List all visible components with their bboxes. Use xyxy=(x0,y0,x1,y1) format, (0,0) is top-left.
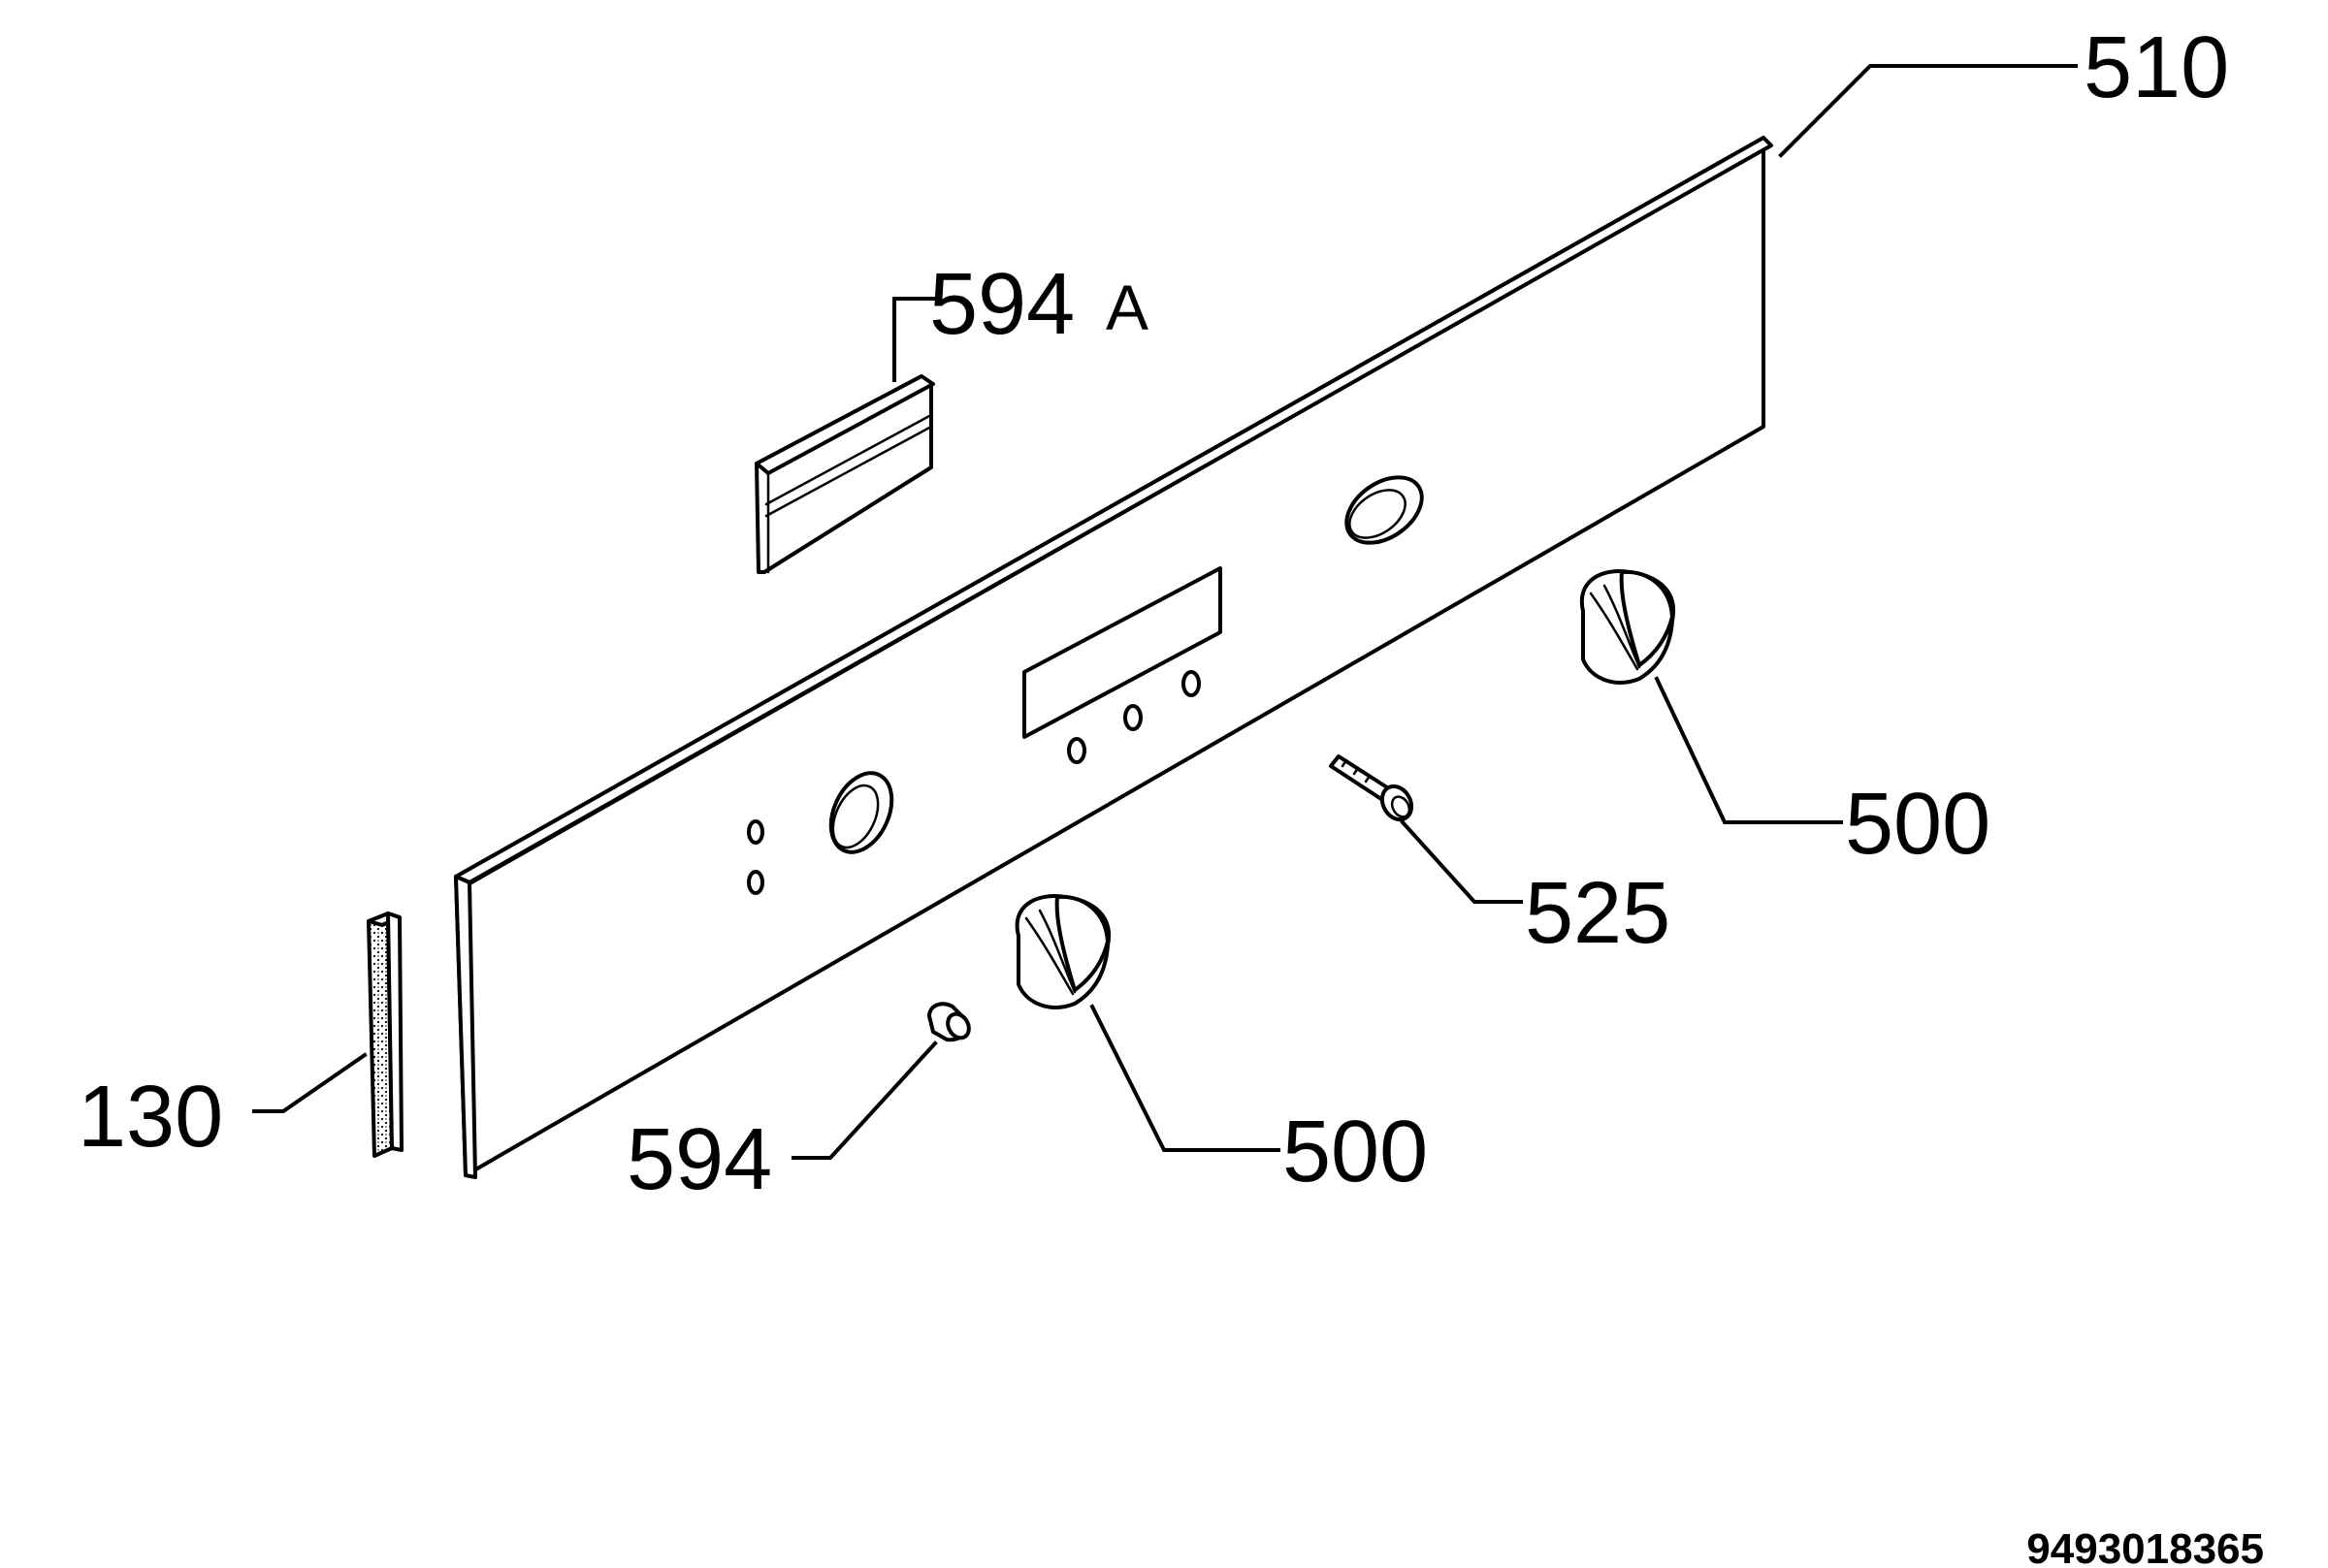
indicator-hole xyxy=(747,819,764,845)
button-hole xyxy=(1067,737,1086,764)
seal-strip-130 xyxy=(367,912,404,1158)
screw-525 xyxy=(1329,754,1414,822)
bracket-594a xyxy=(755,374,935,574)
control-panel-510 xyxy=(454,136,1773,1179)
callout-500-right: 500 xyxy=(1845,776,1990,873)
leader-525 xyxy=(1400,819,1523,904)
callout-130: 130 xyxy=(78,1069,223,1166)
knob-500-right xyxy=(1579,569,1676,685)
callout-500-left: 500 xyxy=(1282,1104,1428,1200)
callout-594a-suffix: A xyxy=(1106,272,1148,343)
leader-594 xyxy=(792,1040,938,1160)
callout-594a-number: 594 xyxy=(929,256,1075,353)
leader-500-left xyxy=(1089,1004,1280,1152)
leader-130 xyxy=(252,1052,368,1113)
callout-510: 510 xyxy=(2084,19,2229,116)
knob-opening-left xyxy=(828,771,894,854)
button-hole xyxy=(1123,704,1143,731)
callout-594: 594 xyxy=(627,1111,772,1208)
leader-594a xyxy=(892,297,935,382)
callout-525: 525 xyxy=(1525,865,1670,962)
indicator-hole xyxy=(747,870,764,895)
knob-opening-right xyxy=(1344,475,1424,545)
leader-510 xyxy=(1778,64,2078,158)
document-number: 9493018365 xyxy=(2026,1525,2264,1568)
button-hole xyxy=(1181,670,1201,697)
knob-500-left xyxy=(1015,894,1112,1009)
button-594 xyxy=(927,1002,971,1042)
display-window xyxy=(1022,566,1222,739)
leader-500-right xyxy=(1654,676,1843,824)
